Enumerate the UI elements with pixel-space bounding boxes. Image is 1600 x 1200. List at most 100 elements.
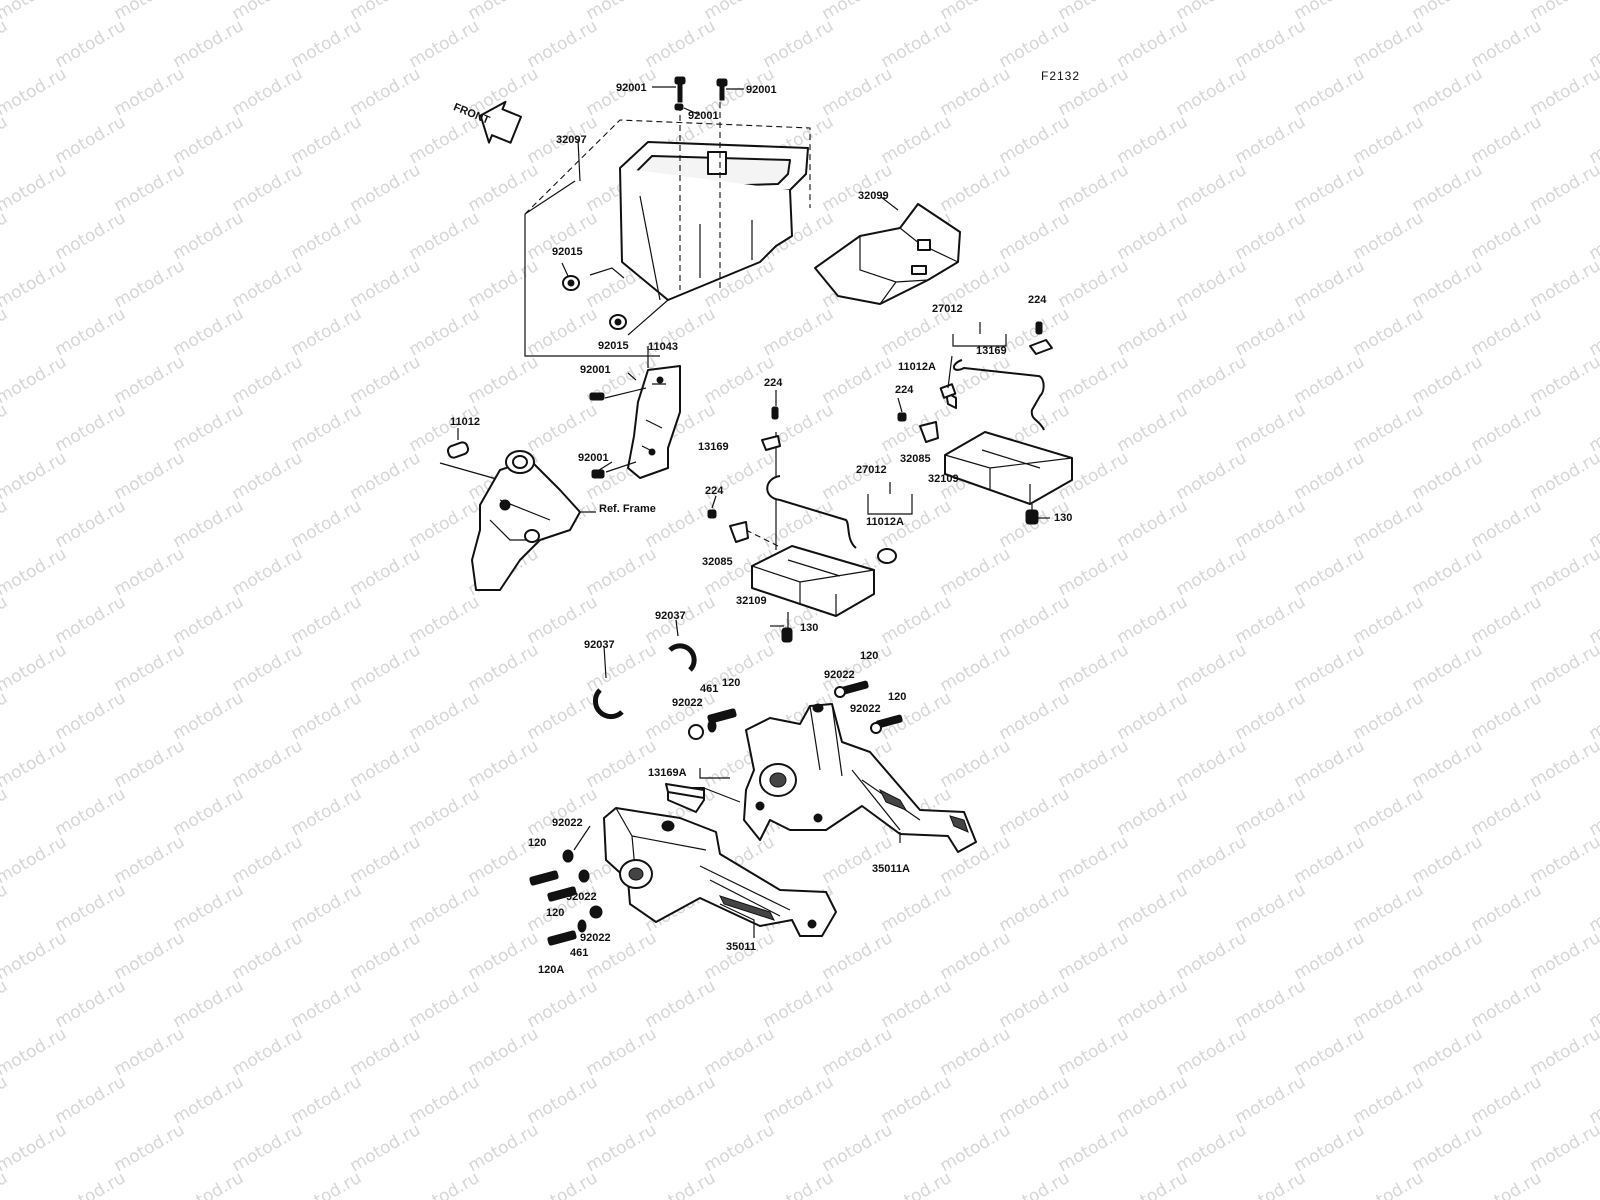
watermark-text: motod.ru [1291,0,1369,24]
watermark-text: motod.ru [465,352,543,408]
watermark-text: motod.ru [288,592,366,648]
watermark-text: motod.ru [170,976,248,1032]
watermark-text: motod.ru [111,448,189,504]
watermark-text: motod.ru [465,736,543,792]
watermark-text: motod.ru [111,1120,189,1176]
watermark-text: motod.ru [406,400,484,456]
watermark-text: motod.ru [1527,928,1600,984]
watermark-text: motod.ru [1291,640,1369,696]
watermark-text: motod.ru [1232,592,1310,648]
part-label-224-a: 224 [1028,294,1047,306]
watermark-text: motod.ru [229,544,307,600]
cap-11012 [446,441,470,459]
watermark-text: motod.ru [1114,688,1192,744]
watermark-text: motod.ru [1173,928,1251,984]
watermark-text: motod.ru [524,304,602,360]
watermark-text: motod.ru [229,1120,307,1176]
watermark-text: motod.ru [642,1168,720,1200]
watermark-text: motod.ru [406,688,484,744]
watermark-text: motod.ru [1114,304,1192,360]
watermark-text: motod.ru [52,1168,130,1200]
watermark-text: motod.ru [229,928,307,984]
watermark-text: motod.ru [1350,304,1428,360]
watermark-text: motod.ru [996,112,1074,168]
watermark-text: motod.ru [0,1072,11,1128]
part-label-92037-b: 92037 [584,639,615,651]
watermark-text: motod.ru [0,448,70,504]
watermark-text: motod.ru [347,544,425,600]
watermark-text: motod.ru [170,208,248,264]
part-label-120-a: 120 [860,650,878,662]
watermark-text: motod.ru [1409,448,1487,504]
watermark-text: motod.ru [406,496,484,552]
watermark-text: motod.ru [878,1072,956,1128]
watermark-text: motod.ru [1291,448,1369,504]
part-label-32099: 32099 [858,190,889,202]
watermark-text: motod.ru [347,0,425,24]
bolt-120-c [707,708,737,724]
bolt-92001-c [674,103,684,111]
watermark-text: motod.ru [1527,448,1600,504]
watermark-text: motod.ru [288,1072,366,1128]
watermark-text: motod.ru [1173,448,1251,504]
watermark-text: motod.ru [0,832,70,888]
watermark-text: motod.ru [465,928,543,984]
watermark-text: motod.ru [52,16,130,72]
watermark-text: motod.ru [1291,736,1369,792]
watermark-text: motod.ru [1055,928,1133,984]
watermark-text: motod.ru [52,784,130,840]
part-label-11012A-b: 11012A [866,516,904,528]
watermark-text: motod.ru [701,1120,779,1176]
leader-lines [457,86,1050,938]
watermark-text: motod.ru [642,976,720,1032]
watermark-text: motod.ru [937,736,1015,792]
watermark-text: motod.ru [52,592,130,648]
watermark-text: motod.ru [996,1072,1074,1128]
watermark-text: motod.ru [760,976,838,1032]
part-label-92022-e: 92022 [566,891,597,903]
watermark-text: motod.ru [819,448,897,504]
watermark-text: motod.ru [1232,208,1310,264]
watermark-text: motod.ru [878,976,956,1032]
watermark-text: motod.ru [937,544,1015,600]
nut-13169A [665,783,705,799]
watermark-text: motod.ru [229,1024,307,1080]
watermark-text: motod.ru [0,0,70,24]
part-label-27012-b: 27012 [856,464,887,476]
watermark-text: motod.ru [760,1168,838,1200]
watermark-text: motod.ru [1350,208,1428,264]
watermark-text: motod.ru [1232,1072,1310,1128]
watermark-text: motod.ru [1173,1024,1251,1080]
part-label-92022-b: 92022 [850,703,881,715]
watermark-text: motod.ru [996,1168,1074,1200]
watermark-text: motod.ru [0,64,70,120]
watermark-text: motod.ru [583,736,661,792]
watermark-text: motod.ru [347,832,425,888]
part-label-120-e: 120 [546,907,564,919]
watermark-text: motod.ru [819,1120,897,1176]
watermark-text: motod.ru [170,304,248,360]
watermark-text: motod.ru [347,1120,425,1176]
watermark-text: motod.ru [347,256,425,312]
watermark-text: motod.ru [583,1120,661,1176]
part-label-13169-a: 13169 [976,345,1007,357]
watermark-text: motod.ru [288,688,366,744]
part-label-11012: 11012 [450,416,480,428]
watermark-text: motod.ru [1114,1072,1192,1128]
watermark-text: motod.ru [1350,1168,1428,1200]
watermark-text: motod.ru [229,832,307,888]
watermark-text: motod.ru [170,1168,248,1200]
watermark-text: motod.ru [1114,880,1192,936]
bolt-130-a [1025,509,1039,525]
watermark-text: motod.ru [1114,592,1192,648]
watermark-text: motod.ru [1468,208,1546,264]
part-label-92001-b: 92001 [746,84,777,96]
watermark-text: motod.ru [1055,352,1133,408]
watermark-text: motod.ru [465,256,543,312]
bolt-92001-d [589,392,605,401]
watermark-text: motod.ru [701,1024,779,1080]
watermark-text: motod.ru [0,256,70,312]
part-label-120-c: 120 [722,677,740,689]
watermark-text: motod.ru [1350,976,1428,1032]
